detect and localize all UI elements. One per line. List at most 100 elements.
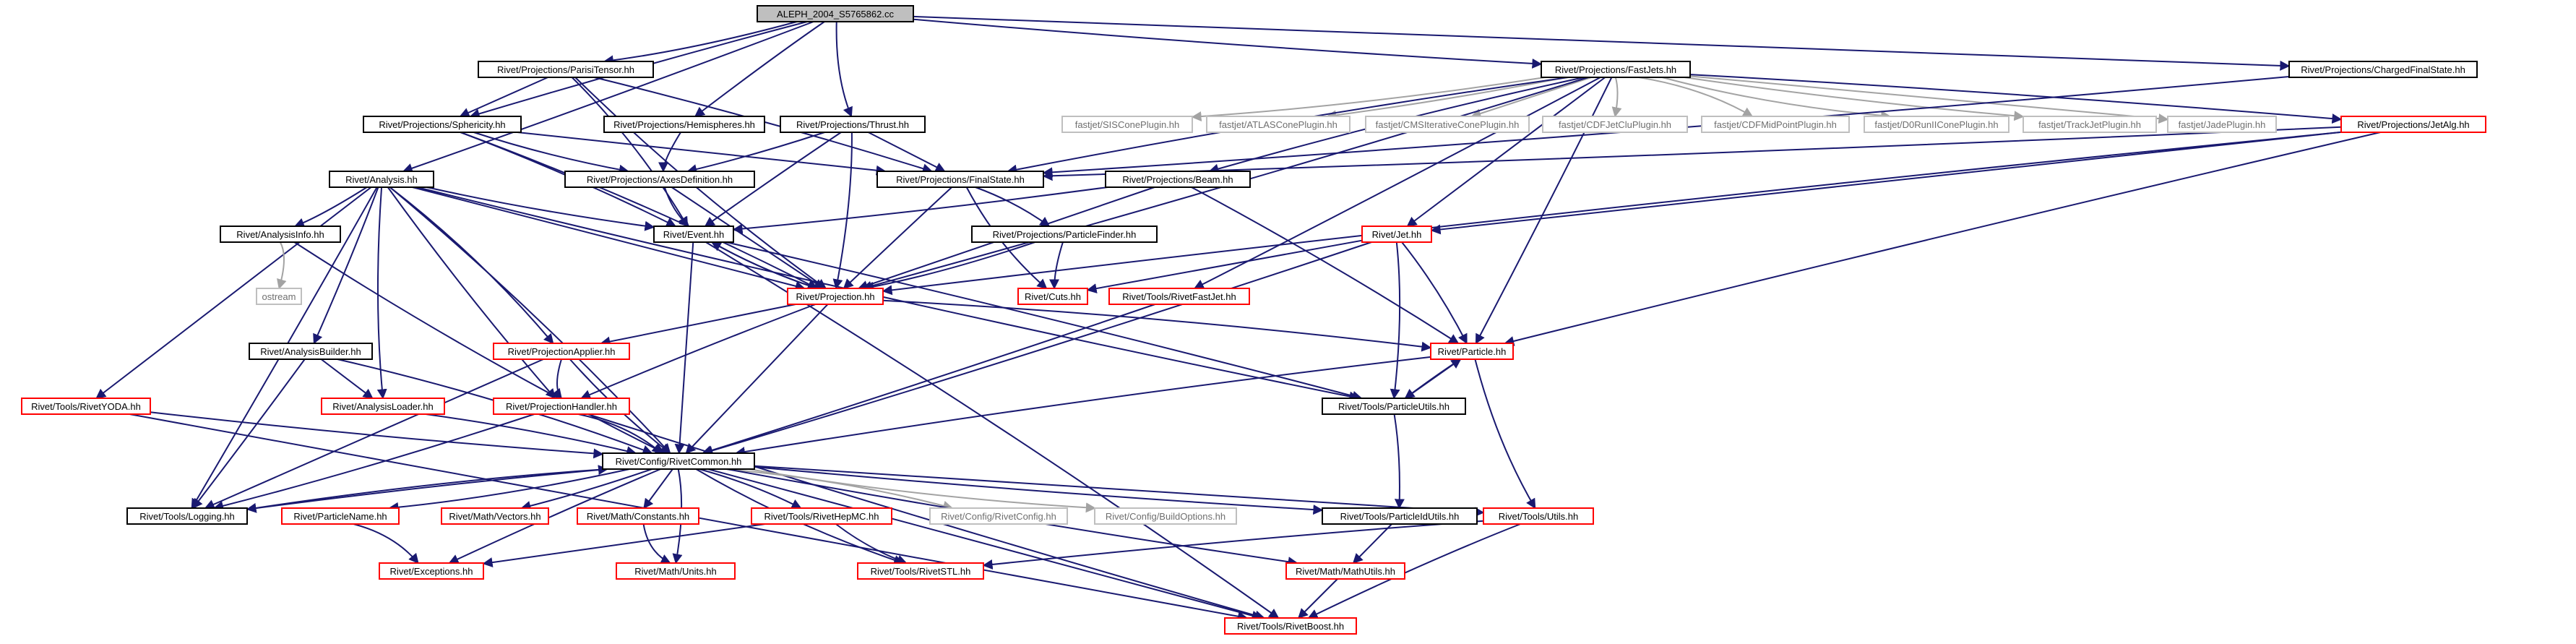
edge-fastjets-to-d0run bbox=[1662, 77, 1892, 121]
edge-jetalg-to-projection bbox=[882, 131, 2342, 296]
edge-particle-to-rivetcommon bbox=[735, 356, 1431, 457]
node-event[interactable]: Rivet/Event.hh bbox=[653, 226, 734, 243]
node-hemispheres[interactable]: Rivet/Projections/Hemispheres.hh bbox=[603, 116, 765, 133]
edge-thrust-to-projection bbox=[832, 132, 853, 290]
node-label-particleidutils: Rivet/Tools/ParticleIdUtils.hh bbox=[1340, 511, 1460, 522]
node-label-mathutils: Rivet/Math/MathUtils.hh bbox=[1296, 566, 1395, 577]
edge-projection-to-projhandler bbox=[580, 304, 816, 400]
edge-sphericity-to-projection bbox=[460, 132, 819, 289]
node-box-rivetboost bbox=[1224, 617, 1357, 635]
node-label-particlename: Rivet/ParticleName.hh bbox=[293, 511, 387, 522]
node-constants[interactable]: Rivet/Math/Constants.hh bbox=[577, 507, 699, 525]
node-exceptions[interactable]: Rivet/Exceptions.hh bbox=[379, 562, 484, 580]
node-trackjet: fastjet/TrackJetPlugin.hh bbox=[2023, 116, 2157, 133]
edge-sphericity-to-axesdef bbox=[473, 132, 629, 175]
edge-jet-to-particleutils bbox=[1390, 241, 1401, 400]
node-particleidutils[interactable]: Rivet/Tools/ParticleIdUtils.hh bbox=[1322, 507, 1478, 525]
edge-analysis-to-projection bbox=[412, 186, 806, 291]
node-root[interactable]: ALEPH_2004_S5765862.cc bbox=[757, 5, 914, 22]
node-projapplier[interactable]: Rivet/ProjectionApplier.hh bbox=[493, 343, 630, 360]
node-rivetfastjet[interactable]: Rivet/Tools/RivetFastJet.hh bbox=[1108, 288, 1250, 305]
node-box-jade bbox=[2167, 116, 2277, 133]
node-analysisbuilder[interactable]: Rivet/AnalysisBuilder.hh bbox=[249, 343, 373, 360]
node-rivetstl[interactable]: Rivet/Tools/RivetSTL.hh bbox=[857, 562, 984, 580]
edge-particlefinder-to-projection bbox=[863, 241, 1035, 292]
node-rivetboost[interactable]: Rivet/Tools/RivetBoost.hh bbox=[1224, 617, 1357, 635]
node-parisi[interactable]: Rivet/Projections/ParisiTensor.hh bbox=[478, 61, 654, 78]
node-particleutils[interactable]: Rivet/Tools/ParticleUtils.hh bbox=[1322, 398, 1466, 415]
node-box-hemispheres bbox=[603, 116, 765, 133]
node-fastjets[interactable]: Rivet/Projections/FastJets.hh bbox=[1541, 61, 1691, 78]
edge-beam-to-particle bbox=[1191, 186, 1460, 344]
node-label-particlefinder: Rivet/Projections/ParticleFinder.hh bbox=[993, 229, 1137, 240]
node-label-chargedfs: Rivet/Projections/ChargedFinalState.hh bbox=[2301, 64, 2465, 75]
node-box-parisi bbox=[478, 61, 654, 78]
node-box-analysisinfo bbox=[220, 226, 341, 243]
node-d0run: fastjet/D0RunIIConePlugin.hh bbox=[1864, 116, 2009, 133]
node-thrust[interactable]: Rivet/Projections/Thrust.hh bbox=[780, 116, 926, 133]
edge-projection-to-rivetcommon bbox=[685, 304, 829, 455]
node-analysis[interactable]: Rivet/Analysis.hh bbox=[329, 171, 434, 188]
node-particle[interactable]: Rivet/Particle.hh bbox=[1430, 343, 1514, 360]
edge-root-to-fastjets bbox=[913, 18, 1543, 69]
node-utils[interactable]: Rivet/Tools/Utils.hh bbox=[1483, 507, 1594, 525]
node-box-rivetcommon bbox=[602, 452, 755, 470]
edge-analysisinfo-to-ostream bbox=[277, 241, 287, 290]
edge-fastjets-to-cmsiter bbox=[1470, 77, 1592, 119]
node-box-siscone bbox=[1061, 116, 1193, 133]
node-label-analysisinfo: Rivet/AnalysisInfo.hh bbox=[236, 229, 324, 240]
node-siscone: fastjet/SISConePlugin.hh bbox=[1061, 116, 1193, 133]
node-buildoptions: Rivet/Config/BuildOptions.hh bbox=[1094, 507, 1237, 525]
node-units[interactable]: Rivet/Math/Units.hh bbox=[616, 562, 736, 580]
node-box-cdfmid bbox=[1701, 116, 1850, 133]
node-rivethepmc[interactable]: Rivet/Tools/RivetHepMC.hh bbox=[751, 507, 892, 525]
edge-utils-to-rivetboost bbox=[1307, 523, 1521, 619]
node-mathutils[interactable]: Rivet/Math/MathUtils.hh bbox=[1285, 562, 1405, 580]
node-box-root bbox=[757, 5, 914, 22]
node-label-jade: fastjet/JadePlugin.hh bbox=[2179, 119, 2266, 130]
edge-rivetcommon-to-exceptions bbox=[448, 468, 661, 564]
edge-analysisloader-to-rivetcommon bbox=[426, 413, 637, 456]
node-box-cuts bbox=[1017, 288, 1088, 305]
node-label-parisi: Rivet/Projections/ParisiTensor.hh bbox=[497, 64, 634, 75]
node-chargedfs[interactable]: Rivet/Projections/ChargedFinalState.hh bbox=[2288, 61, 2478, 78]
edge-finalstate-to-particlefinder bbox=[975, 186, 1051, 227]
node-particlename[interactable]: Rivet/ParticleName.hh bbox=[281, 507, 400, 525]
node-box-rivethepmc bbox=[751, 507, 892, 525]
edge-mathutils-to-rivetboost bbox=[1298, 578, 1338, 619]
edge-projhandler-to-rivetboost bbox=[587, 413, 1265, 621]
edge-rivetcommon-to-rivethepmc bbox=[699, 468, 802, 509]
node-logging[interactable]: Rivet/Tools/Logging.hh bbox=[126, 507, 248, 525]
edge-fastjets-to-atlascone bbox=[1326, 77, 1567, 121]
node-rivetcommon[interactable]: Rivet/Config/RivetCommon.hh bbox=[602, 452, 755, 470]
node-box-beam bbox=[1105, 171, 1251, 188]
edge-fastjets-to-cdfjetclu bbox=[1611, 77, 1622, 118]
node-vectors[interactable]: Rivet/Math/Vectors.hh bbox=[441, 507, 549, 525]
node-analysisinfo[interactable]: Rivet/AnalysisInfo.hh bbox=[220, 226, 341, 243]
node-particlefinder[interactable]: Rivet/Projections/ParticleFinder.hh bbox=[971, 226, 1158, 243]
edge-fastjets-to-jade bbox=[1689, 75, 2169, 124]
node-sphericity[interactable]: Rivet/Projections/Sphericity.hh bbox=[363, 116, 522, 133]
node-analysisloader[interactable]: Rivet/AnalysisLoader.hh bbox=[321, 398, 445, 415]
node-box-buildoptions bbox=[1094, 507, 1237, 525]
node-projhandler[interactable]: Rivet/ProjectionHandler.hh bbox=[493, 398, 630, 415]
node-cuts[interactable]: Rivet/Cuts.hh bbox=[1017, 288, 1088, 305]
node-jetalg[interactable]: Rivet/Projections/JetAlg.hh bbox=[2340, 116, 2486, 133]
node-label-buildoptions: Rivet/Config/BuildOptions.hh bbox=[1106, 511, 1225, 522]
node-beam[interactable]: Rivet/Projections/Beam.hh bbox=[1105, 171, 1251, 188]
node-box-ostream bbox=[256, 288, 302, 305]
node-box-exceptions bbox=[379, 562, 484, 580]
node-cdfjetclu: fastjet/CDFJetCluPlugin.hh bbox=[1542, 116, 1688, 133]
node-axesdef[interactable]: Rivet/Projections/AxesDefinition.hh bbox=[564, 171, 755, 188]
node-label-utils: Rivet/Tools/Utils.hh bbox=[1499, 511, 1579, 522]
node-rivetyoda[interactable]: Rivet/Tools/RivetYODA.hh bbox=[21, 398, 151, 415]
edge-parisi-to-sphericity bbox=[459, 77, 548, 118]
node-label-rivetconfig: Rivet/Config/RivetConfig.hh bbox=[941, 511, 1056, 522]
node-jet[interactable]: Rivet/Jet.hh bbox=[1361, 226, 1432, 243]
edge-event-to-particleutils bbox=[725, 241, 1363, 401]
node-projection[interactable]: Rivet/Projection.hh bbox=[787, 288, 884, 305]
node-label-constants: Rivet/Math/Constants.hh bbox=[587, 511, 689, 522]
node-finalstate[interactable]: Rivet/Projections/FinalState.hh bbox=[876, 171, 1044, 188]
edge-analysis-to-analysisbuilder bbox=[313, 186, 379, 345]
